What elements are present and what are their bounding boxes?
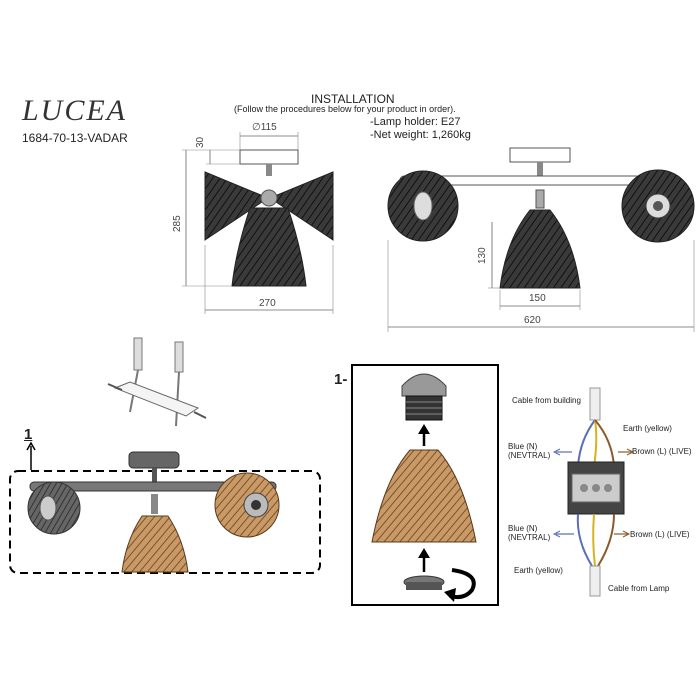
step1-assembly	[9, 441, 321, 574]
product-code: 1684-70-13-VADAR	[22, 131, 128, 145]
label-blue-bottom: Blue (N) (NEVTRAL)	[508, 524, 551, 542]
dim-side-width: 270	[259, 298, 276, 309]
installation-title: INSTALLATION	[311, 92, 395, 106]
side-view-drawing	[182, 132, 334, 314]
spec-net-weight: -Net weight: 1,260kg	[370, 129, 471, 141]
label-cable-from-lamp: Cable from Lamp	[608, 584, 670, 593]
dim-canopy-height: 30	[195, 136, 206, 148]
step1-detail-label: 1-	[334, 371, 348, 388]
label-brown-top: Brown (L) (LIVE)	[632, 447, 692, 456]
dim-shade-width: 150	[529, 293, 546, 304]
label-brown-bottom: Brown (L) (LIVE)	[630, 530, 690, 539]
spec-lamp-holder: -Lamp holder: E27	[370, 116, 461, 128]
mounting-bracket-drawing	[107, 337, 207, 427]
label-cable-from-building: Cable from building	[512, 396, 581, 405]
label-blue-top: Blue (N) (NEVTRAL)	[508, 442, 551, 460]
dim-total-width: 620	[524, 315, 541, 326]
step1-label: 1	[24, 426, 33, 443]
dim-total-height: 285	[172, 215, 183, 232]
brand-title: LUCEA	[22, 94, 128, 127]
label-earth-bottom: Earth (yellow)	[514, 566, 563, 575]
dim-diameter: ∅115	[252, 122, 277, 133]
dim-shade-height: 130	[477, 247, 488, 264]
wiring-diagram	[552, 387, 635, 597]
label-earth-top: Earth (yellow)	[623, 424, 672, 433]
front-view-drawing	[387, 147, 695, 332]
installation-subtitle: (Follow the procedures below for your pr…	[234, 104, 456, 114]
step1-detail	[351, 364, 499, 606]
